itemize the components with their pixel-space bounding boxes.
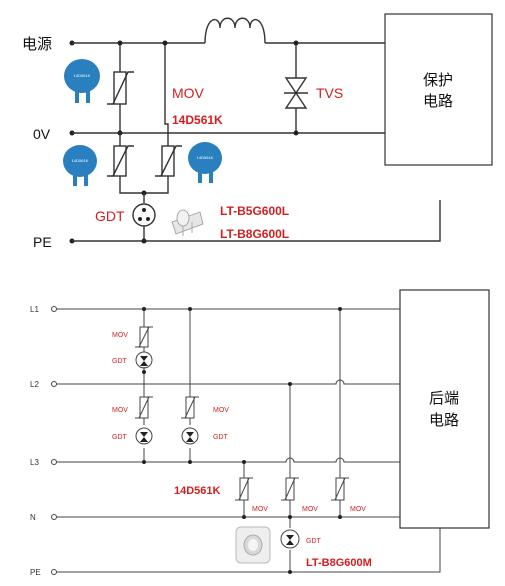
- mov-l1-symbol: [139, 326, 149, 348]
- gdt-component-image: [235, 526, 271, 564]
- mov3-symbol: [161, 145, 175, 177]
- line-label-l1: L1: [30, 305, 39, 314]
- mov-disc-image-1: 14D561K: [64, 59, 100, 103]
- label-gdt-d: GDT: [306, 538, 322, 545]
- tvs-symbol: [284, 77, 308, 109]
- label-mov-e: MOV: [302, 506, 318, 513]
- mov-disc-image-2: 14D561K: [63, 145, 97, 186]
- mov1-symbol: [113, 71, 127, 105]
- label-gdt-part-1: LT-B5G600L: [220, 204, 289, 218]
- line-l3: [57, 457, 400, 463]
- label-gdt: GDT: [95, 208, 125, 224]
- mov-l1c-symbol: [335, 477, 345, 501]
- protect-box-line1: 保护: [423, 72, 453, 89]
- line-label-l3: L3: [30, 458, 39, 467]
- mov-l2b-symbol: [285, 477, 295, 501]
- svg-text:14D561K: 14D561K: [197, 155, 214, 160]
- label-power: 电源: [22, 36, 52, 53]
- label-gdt-a: GDT: [112, 358, 128, 365]
- label-tvs: TVS: [316, 85, 343, 101]
- rear-box-line2: 电路: [429, 412, 459, 429]
- mov-l3-symbol: [239, 477, 249, 501]
- label-gdt-c: GDT: [213, 434, 229, 441]
- mov-disc-image-3: 14D561K: [188, 142, 222, 183]
- line-label-n: N: [30, 513, 36, 522]
- label-mov-part: 14D561K: [172, 113, 223, 127]
- mov1-slash: [107, 71, 134, 105]
- label-gdt-b: GDT: [112, 434, 128, 441]
- gdt-image: [171, 209, 204, 236]
- mov3-slash: [155, 145, 182, 177]
- label-mov-b: MOV: [112, 407, 128, 414]
- pe-line: [72, 200, 441, 242]
- line-l2: [57, 379, 400, 385]
- label-gdt-part-2: LT-B8G600L: [220, 227, 289, 241]
- label-gdt-part-bottom: LT-B8G600M: [306, 557, 372, 569]
- bottom-diagram: 后端 电路 L1 L2 L3 N PE: [30, 289, 490, 577]
- label-mov-part-bottom: 14D561K: [174, 485, 221, 497]
- line-pe: [57, 528, 441, 573]
- rear-box-line1: 后端: [429, 390, 459, 407]
- mov-l2-symbol: [139, 396, 149, 419]
- gdt-symbol: [132, 203, 156, 227]
- rear-circuit-box: [399, 289, 490, 529]
- protect-box-line2: 电路: [423, 93, 453, 110]
- mov2-symbol: [113, 145, 127, 177]
- mov2-slash: [107, 145, 134, 177]
- label-pe: PE: [33, 234, 52, 250]
- label-mov-d: MOV: [252, 506, 268, 513]
- mov-l1b-symbol: [185, 396, 195, 419]
- inductor-symbol: [204, 17, 266, 44]
- protection-circuit-box: [384, 13, 493, 166]
- label-mov-c: MOV: [213, 407, 229, 414]
- label-mov-f: MOV: [350, 506, 366, 513]
- top-diagram: 保护 电路 14D561K: [22, 13, 493, 250]
- mov-lower-leads: [119, 43, 169, 194]
- line-label-l2: L2: [30, 380, 39, 389]
- label-0v: 0V: [33, 126, 51, 142]
- label-mov: MOV: [172, 85, 205, 101]
- gdt-pe-symbol: [280, 529, 300, 549]
- label-mov-a: MOV: [112, 332, 128, 339]
- svg-text:14D561K: 14D561K: [72, 158, 89, 163]
- svg-text:14D561K: 14D561K: [74, 73, 91, 78]
- line-label-pe: PE: [30, 568, 41, 577]
